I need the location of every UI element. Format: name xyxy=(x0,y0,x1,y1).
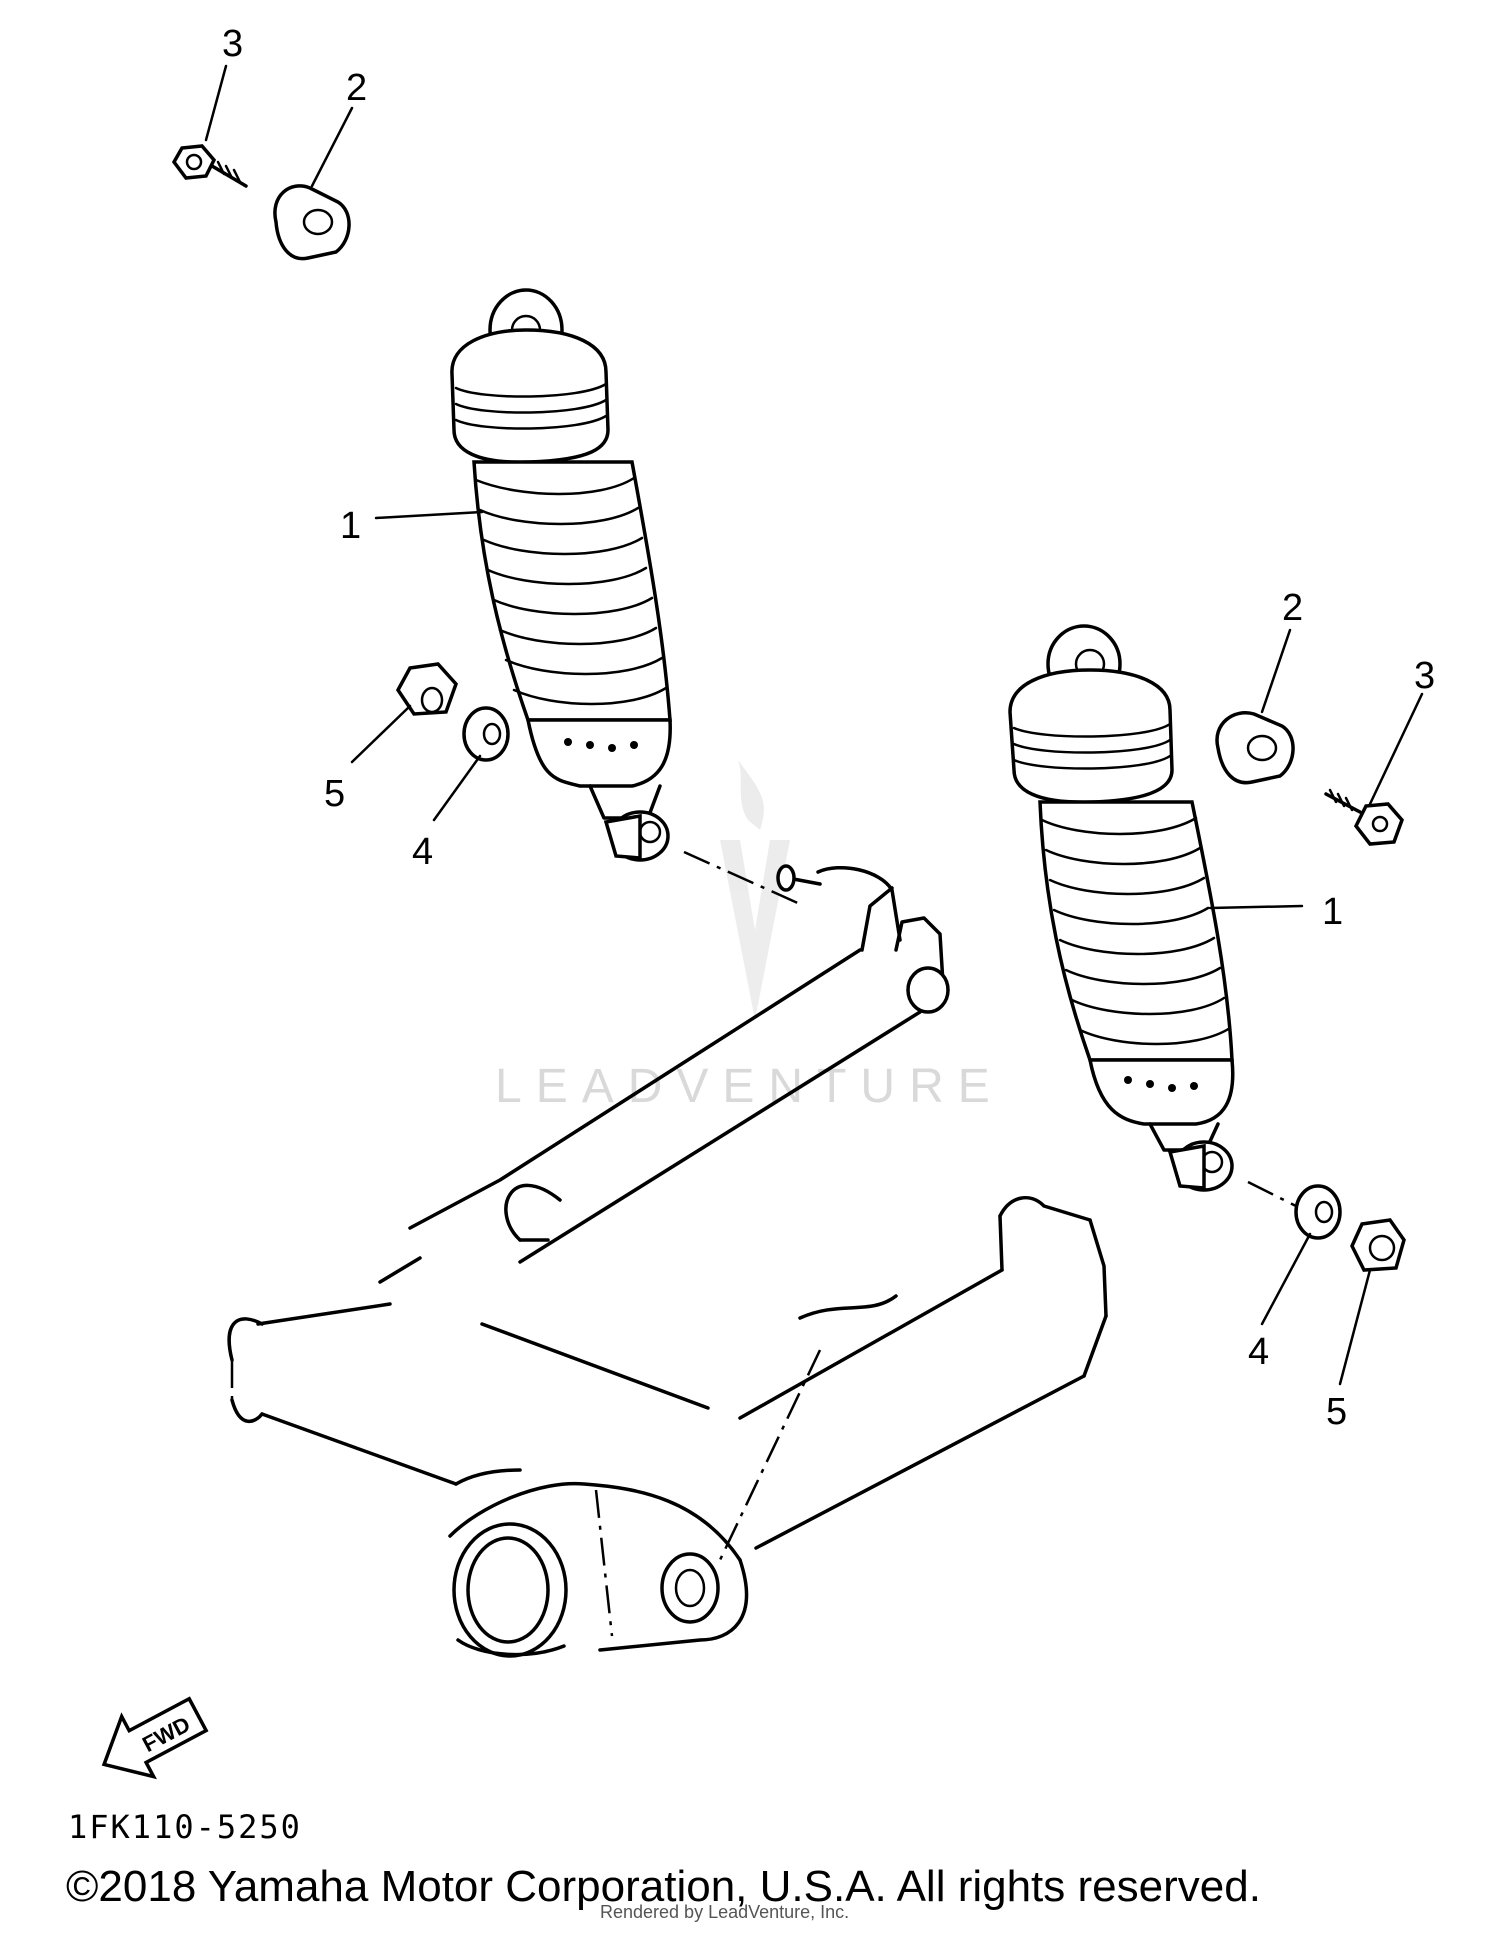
watermark-text: LEADVENTURE xyxy=(495,1060,1004,1113)
leader-3-right xyxy=(1368,692,1424,806)
shock-absorber-right xyxy=(1008,624,1235,1192)
callout-3-left: 3 xyxy=(222,23,243,65)
leader-1-right xyxy=(1208,904,1304,910)
nut-right xyxy=(1350,1218,1406,1272)
copyright-notice: ©2018 Yamaha Motor Corporation, U.S.A. A… xyxy=(66,1862,1261,1911)
washer-left xyxy=(462,706,510,762)
leader-lines xyxy=(204,64,1424,1386)
nut-left xyxy=(395,662,458,716)
bolt-top-left xyxy=(171,144,248,188)
leader-5-left xyxy=(350,704,412,764)
watermark-logo-icon xyxy=(720,760,790,1020)
bushing-top-left xyxy=(273,184,351,261)
leader-5-right xyxy=(1338,1268,1372,1386)
leader-2-right xyxy=(1260,628,1292,714)
callout-3-right: 3 xyxy=(1414,655,1435,697)
fwd-arrow-icon: FWD xyxy=(101,1696,209,1780)
mount-line-left xyxy=(683,850,801,906)
footer-credit: Rendered by LeadVenture, Inc. xyxy=(600,1902,850,1922)
shock-absorber-left xyxy=(450,288,672,862)
callout-4-left: 4 xyxy=(412,831,433,873)
bushing-right xyxy=(1215,711,1295,785)
callout-2-left: 2 xyxy=(346,67,367,109)
leader-3-left xyxy=(204,64,228,142)
watermark: LEADVENTURE xyxy=(495,760,1004,1113)
leader-4-right xyxy=(1260,1232,1312,1326)
mount-line-right xyxy=(1247,1180,1297,1208)
callout-5-right: 5 xyxy=(1326,1391,1347,1433)
swingarm xyxy=(227,864,1108,1658)
callout-4-right: 4 xyxy=(1248,1331,1269,1373)
callout-2-right: 2 xyxy=(1282,587,1303,629)
bolt-right xyxy=(1324,788,1404,846)
leader-2-left xyxy=(310,106,354,188)
callout-5-left: 5 xyxy=(324,773,345,815)
callout-1-right: 1 xyxy=(1322,891,1343,933)
washer-right xyxy=(1294,1184,1342,1240)
diagram-code: 1FK110-5250 xyxy=(68,1808,302,1846)
leader-4-left xyxy=(432,754,482,822)
leader-1-left xyxy=(374,510,484,520)
callout-1-left: 1 xyxy=(340,505,361,547)
callouts: 3 2 1 5 4 2 3 1 4 5 xyxy=(222,23,1435,1433)
